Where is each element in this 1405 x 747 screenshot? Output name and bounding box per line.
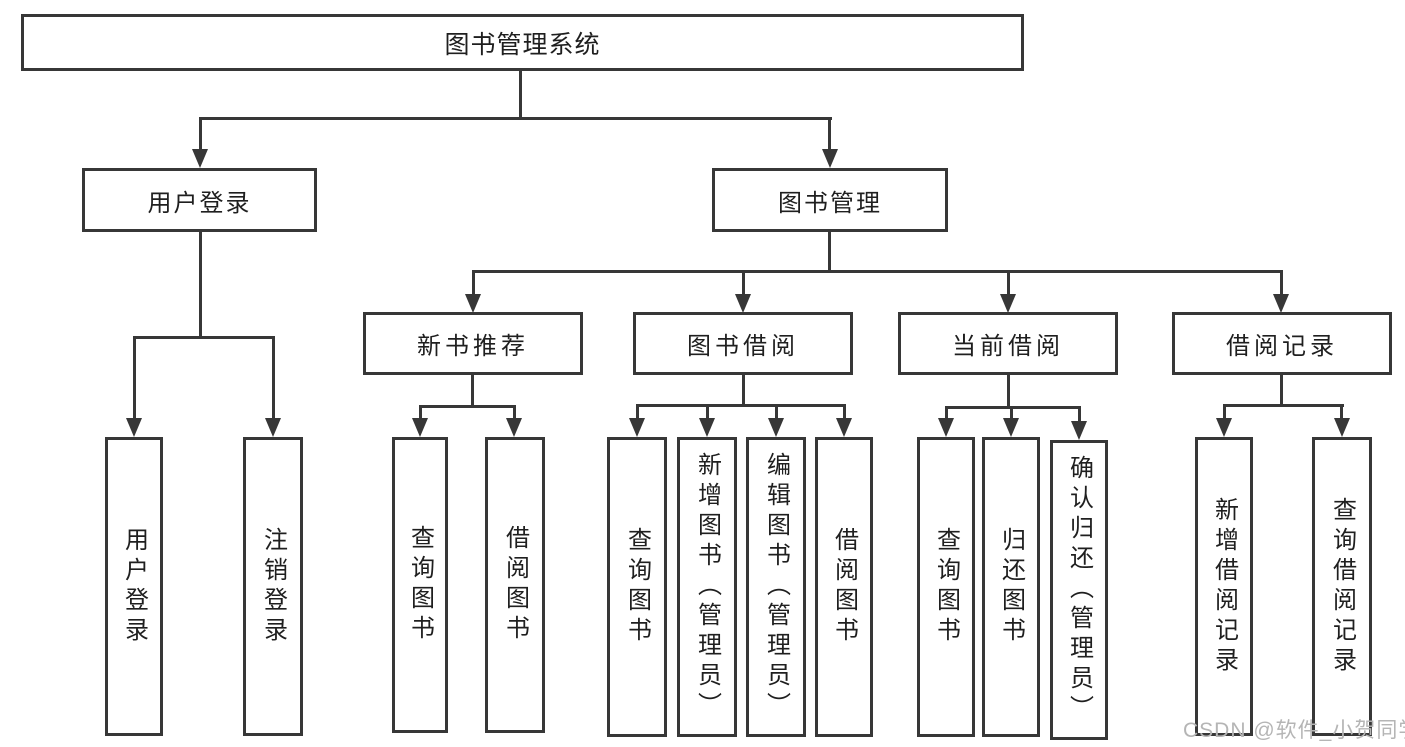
watermark: CSDN @软件_小贺同学	[1183, 719, 1405, 742]
node-label: 借阅记录	[1226, 333, 1338, 360]
connector-line	[1007, 375, 1010, 409]
node-leaf-query-books-1: 查询图书	[392, 437, 448, 733]
arrowhead-down-icon	[699, 418, 715, 437]
connector-line	[472, 270, 475, 296]
arrowhead-down-icon	[836, 418, 852, 437]
arrowhead-down-icon	[1000, 294, 1016, 313]
arrowhead-down-icon	[1071, 421, 1087, 440]
node-book-management: 图书管理	[712, 168, 948, 232]
node-label: 查询图书	[932, 527, 960, 647]
connector-line	[828, 117, 831, 151]
arrowhead-down-icon	[1334, 418, 1350, 437]
arrowhead-down-icon	[192, 149, 208, 168]
connector-line	[133, 336, 275, 339]
node-label: 新书推荐	[417, 333, 529, 360]
arrowhead-down-icon	[506, 418, 522, 437]
node-label: 图书管理系统	[444, 30, 601, 59]
node-borrow-records: 借阅记录	[1172, 312, 1392, 375]
arrowhead-down-icon	[1216, 418, 1232, 437]
connector-line	[843, 404, 846, 421]
arrowhead-down-icon	[768, 418, 784, 437]
connector-line	[742, 270, 745, 296]
connector-line	[742, 375, 745, 407]
connector-line	[419, 405, 516, 408]
connector-line	[519, 71, 522, 119]
connector-line	[1340, 404, 1343, 421]
node-leaf-return-books: 归还图书	[982, 437, 1040, 737]
node-label: 借阅图书	[501, 525, 529, 645]
node-label: 编辑图书（管理员）	[762, 452, 790, 722]
connector-line	[513, 405, 516, 421]
node-current-borrow: 当前借阅	[898, 312, 1118, 375]
node-leaf-borrow-books-1: 借阅图书	[485, 437, 545, 733]
arrowhead-down-icon	[126, 418, 142, 437]
connector-line	[133, 336, 136, 420]
node-leaf-user-login: 用户登录	[105, 437, 163, 736]
node-leaf-edit-books-admin: 编辑图书（管理员）	[746, 437, 806, 737]
node-label: 查询图书	[406, 525, 434, 645]
node-label: 当前借阅	[952, 333, 1064, 360]
node-label: 用户登录	[120, 526, 148, 647]
node-root: 图书管理系统	[21, 14, 1024, 71]
connector-line	[1280, 375, 1283, 407]
connector-line	[1078, 406, 1081, 421]
node-leaf-logout: 注销登录	[243, 437, 303, 736]
node-label: 确认归还（管理员）	[1065, 455, 1093, 725]
connector-line	[1223, 404, 1344, 407]
connector-line	[1280, 270, 1283, 296]
connector-line	[472, 270, 1283, 273]
connector-line	[471, 375, 474, 408]
arrowhead-down-icon	[938, 418, 954, 437]
connector-line	[945, 406, 948, 421]
arrowhead-down-icon	[412, 418, 428, 437]
node-label: 图书管理	[778, 189, 882, 217]
connector-line	[775, 404, 778, 421]
connector-line	[272, 336, 275, 420]
arrowhead-down-icon	[735, 294, 751, 313]
connector-line	[419, 405, 422, 421]
node-leaf-confirm-return-admin: 确认归还（管理员）	[1050, 440, 1108, 740]
arrowhead-down-icon	[265, 418, 281, 437]
connector-line	[199, 117, 832, 120]
node-new-book-recommend: 新书推荐	[363, 312, 583, 375]
arrowhead-down-icon	[822, 149, 838, 168]
arrowhead-down-icon	[629, 418, 645, 437]
node-label: 查询图书	[623, 527, 651, 647]
connector-line	[636, 404, 846, 407]
connector-line	[199, 117, 202, 151]
connector-line	[706, 404, 709, 421]
node-label: 借阅图书	[830, 527, 858, 647]
node-label: 图书借阅	[687, 333, 799, 360]
node-label: 新增图书（管理员）	[693, 452, 721, 722]
node-leaf-query-books-2: 查询图书	[607, 437, 667, 737]
connector-line	[199, 232, 202, 339]
node-user-login: 用户登录	[82, 168, 317, 232]
arrowhead-down-icon	[1003, 418, 1019, 437]
connector-line	[1223, 404, 1226, 421]
node-book-borrow: 图书借阅	[633, 312, 853, 375]
node-label: 查询借阅记录	[1328, 496, 1356, 677]
node-leaf-query-borrow-record: 查询借阅记录	[1312, 437, 1372, 736]
arrowhead-down-icon	[465, 294, 481, 313]
arrowhead-down-icon	[1273, 294, 1289, 313]
node-leaf-add-borrow-record: 新增借阅记录	[1195, 437, 1253, 736]
node-leaf-query-books-3: 查询图书	[917, 437, 975, 737]
connector-line	[636, 404, 639, 421]
connector-line	[1010, 406, 1013, 421]
connector-line	[945, 406, 1081, 409]
node-label: 注销登录	[259, 526, 287, 647]
node-leaf-add-books-admin: 新增图书（管理员）	[677, 437, 737, 737]
node-leaf-borrow-books-2: 借阅图书	[815, 437, 873, 737]
node-label: 用户登录	[147, 189, 252, 217]
connector-line	[828, 232, 831, 273]
connector-line	[1007, 270, 1010, 296]
node-label: 归还图书	[997, 527, 1025, 647]
node-label: 新增借阅记录	[1210, 496, 1238, 677]
